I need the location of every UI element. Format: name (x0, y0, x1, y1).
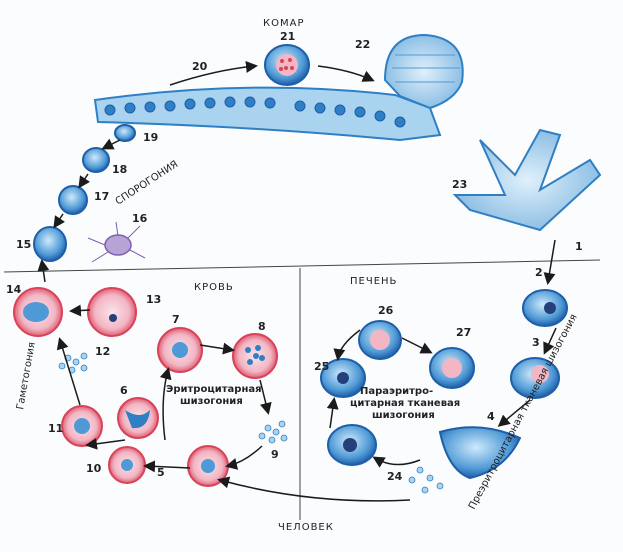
stage-number: 19 (143, 131, 158, 144)
branched-gland (455, 130, 600, 230)
stage-number: 10 (86, 462, 102, 475)
stage-number: 16 (132, 212, 148, 225)
label-mosquito: КОМАР (263, 18, 304, 29)
label-para-3: шизогония (372, 410, 435, 421)
stage-number: 1 (575, 240, 583, 253)
stage-number: 15 (16, 238, 31, 251)
stage-number: 17 (94, 190, 109, 203)
label-erythro-1: Эритроцитарная (166, 384, 262, 395)
stage-number: 27 (456, 326, 471, 339)
label-para-1: Параэритро- (360, 386, 433, 397)
stage-number: 11 (48, 422, 63, 435)
stage-number: 4 (487, 410, 495, 423)
stage-number: 5 (157, 466, 165, 479)
stage-number: 22 (355, 38, 370, 51)
stage-number: 2 (535, 266, 543, 279)
label-liver: ПЕЧЕНЬ (350, 276, 397, 287)
stage-number: 26 (378, 304, 394, 317)
label-human: ЧЕЛОВЕК (278, 522, 334, 533)
stage-number: 14 (6, 283, 22, 296)
label-para-2: цитарная тканевая (350, 398, 460, 409)
stage-number: 9 (271, 448, 279, 461)
divider-horizontal (4, 260, 600, 272)
label-pre-erythro: Преэритроцитарная тканевая шизогония (467, 312, 580, 511)
stage-number: 7 (172, 313, 180, 326)
stage-number: 21 (280, 30, 295, 43)
stage-number: 25 (314, 360, 329, 373)
stage-number: 12 (95, 345, 110, 358)
stage-number: 8 (258, 320, 266, 333)
stage-number: 6 (120, 384, 128, 397)
oocyst-cell (265, 45, 309, 85)
label-gametogony: Гаметогония (15, 341, 38, 410)
stage-number: 13 (146, 293, 161, 306)
label-blood: КРОВЬ (194, 282, 234, 293)
stage-number: 23 (452, 178, 467, 191)
label-erythro-2: шизогония (180, 396, 243, 407)
stage-number: 20 (192, 60, 208, 73)
stage-number: 18 (112, 163, 127, 176)
stage-number: 3 (532, 336, 540, 349)
stage-number: 24 (387, 470, 403, 483)
